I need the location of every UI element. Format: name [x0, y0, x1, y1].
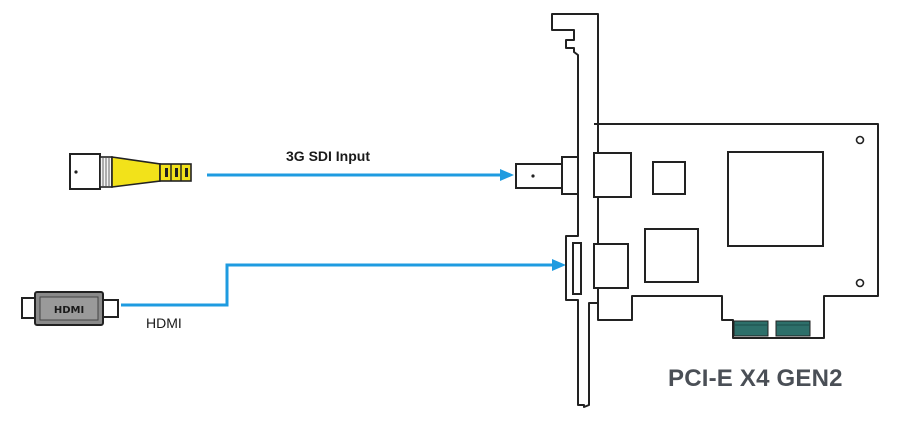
- card-chip-medium: [644, 228, 699, 283]
- card-hdmi-port: [572, 242, 582, 295]
- card-bracket: [551, 13, 599, 408]
- sdi-input-label: 3G SDI Input: [286, 148, 370, 164]
- hdmi-signal-arrow: [121, 259, 566, 307]
- card-chip-small: [652, 161, 686, 195]
- pcie-capture-card-icon: [515, 13, 879, 408]
- edge-contacts-left: [733, 320, 769, 337]
- hdmi-connector-icon: HDMI: [21, 291, 119, 326]
- hdmi-plug-logo-text: HDMI: [54, 305, 84, 316]
- sdi-signal-arrow: [207, 169, 514, 181]
- card-chip-main: [727, 151, 824, 247]
- hdmi-input-label: HDMI: [146, 315, 182, 331]
- card-model-label: PCI-E X4 GEN2: [668, 365, 843, 392]
- card-bnc-port: [515, 163, 563, 189]
- edge-contacts-right: [775, 320, 811, 337]
- bnc-sdi-connector-icon: [69, 153, 192, 190]
